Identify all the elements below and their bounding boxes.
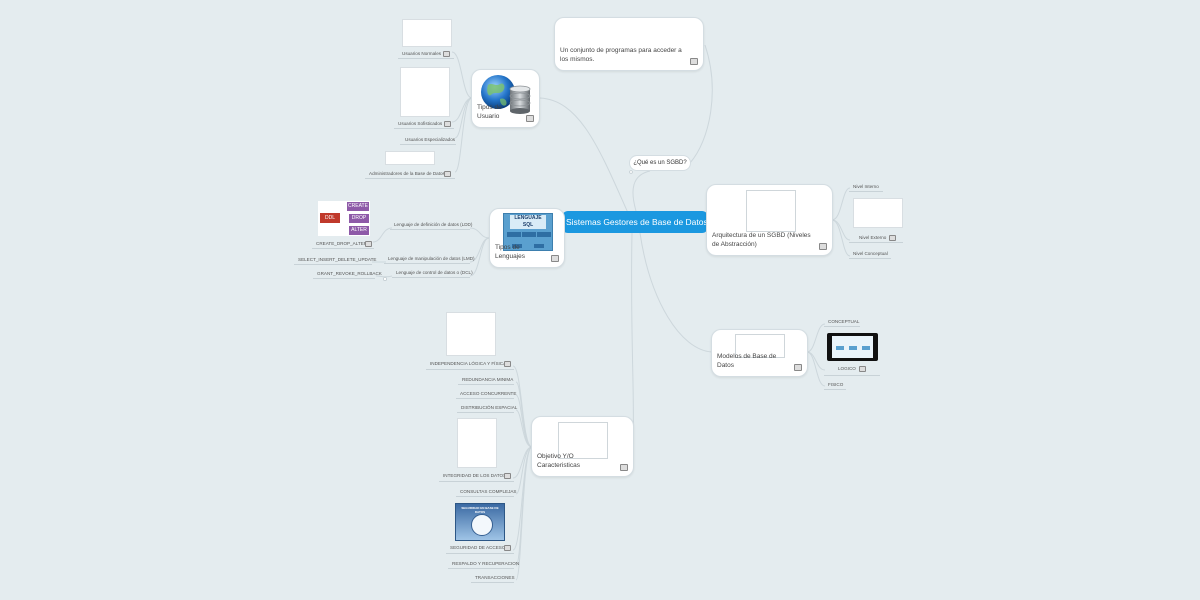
leaf-ldd[interactable]: Lenguaje de definición de datos (LDD) [394, 222, 473, 227]
ddl-image: DDL CREATE DROP ALTER [318, 201, 370, 236]
leaf-conceptual[interactable]: CONCEPTUAL [828, 319, 860, 324]
integridad-image [457, 418, 497, 468]
note-icon[interactable] [551, 255, 559, 262]
usuarios-sofisticados-image [400, 67, 450, 117]
note-icon[interactable] [444, 171, 451, 177]
objetivo-label: Objetivo Y/O Caracteristicas [537, 453, 580, 470]
tipos-de-lenguajes-label: Tipos de Lenguajes [495, 244, 525, 261]
modelos-label: Modelos de Base de Datos [717, 353, 777, 370]
leaf-usuarios-sofisticados[interactable]: Usuarios Sofisticados [398, 121, 443, 126]
drop-tag: DROP [349, 214, 369, 223]
topic-objetivo[interactable]: Objetivo Y/O Caracteristicas [531, 416, 634, 477]
note-icon[interactable] [859, 366, 866, 372]
leaf-integridad[interactable]: INTEGRIDAD DE LOS DATOS [443, 473, 507, 478]
sql-image-title: LENGUAJE SQL [510, 215, 546, 229]
seguridad-image: SEGURIDAD EN BASE DE DATOS [455, 503, 505, 541]
create-tag: CREATE [347, 202, 369, 211]
leaf-usuarios-normales[interactable]: Usuarios Normales [402, 51, 442, 56]
leaf-nivel-externo[interactable]: Nivel Externo [859, 235, 887, 240]
modelos-image [735, 334, 785, 358]
leaf-grant-revoke[interactable]: GRANT_REVOKE_ROLLBACK [317, 271, 382, 276]
sql-image: LENGUAJE SQL [503, 213, 553, 251]
note-icon[interactable] [504, 361, 511, 367]
leaf-nivel-conceptual[interactable]: Nivel Conceptual [853, 251, 888, 256]
leaf-administradores[interactable]: Administradores de la Base de Datos [369, 171, 445, 176]
leaf-distribucion[interactable]: DISTRIBUCIÓN ESPACIAL [461, 405, 518, 410]
central-topic[interactable]: Sistemas Gestores de Base de Datos [562, 211, 708, 233]
administradores-image [385, 151, 435, 165]
leaf-redundancia[interactable]: REDUNDANCIA MINIMA [462, 377, 514, 382]
leaf-create-drop-alter[interactable]: CREATE_DROP_ALTER [316, 241, 368, 246]
nivel-externo-image [853, 198, 903, 228]
leaf-dcl[interactable]: Lenguaje de control de datos o (DCL) [396, 270, 473, 275]
leaf-fisico[interactable]: FISICO [828, 382, 844, 387]
logico-image [827, 333, 878, 361]
note-icon[interactable] [443, 51, 450, 57]
note-icon[interactable] [444, 121, 451, 127]
leaf-consultas[interactable]: CONSULTAS COMPLEJAS [460, 489, 517, 494]
note-icon[interactable] [889, 235, 896, 241]
topic-modelos[interactable]: Modelos de Base de Datos [711, 329, 808, 377]
tipos-de-usuario-label: Tipos de Usuario [477, 104, 502, 121]
note-icon[interactable] [819, 243, 827, 250]
topic-que-es-sgbd[interactable]: ¿Qué es un SGBD? [629, 155, 691, 171]
leaf-nivel-interno[interactable]: Nivel Interno [853, 184, 879, 189]
note-icon[interactable] [504, 545, 511, 551]
usuarios-normales-image [402, 19, 452, 47]
independencia-image [446, 312, 496, 356]
leaf-logico[interactable]: LOGICO [838, 366, 856, 371]
note-icon[interactable] [690, 58, 698, 65]
leaf-lmd[interactable]: Lenguaje de manipulación de datos (LMD) [388, 256, 475, 261]
leaf-independencia[interactable]: INDEPENDENCIA LÓGICA Y FÍSICA [430, 361, 507, 366]
leaf-seguridad[interactable]: SEGURIDAD DE ACCESO [450, 545, 506, 550]
leaf-acceso-concurrente[interactable]: ACCESO CONCURRENTE [460, 391, 517, 396]
seguridad-image-title: SEGURIDAD EN BASE DE DATOS [461, 506, 499, 514]
leaf-usuarios-especializados[interactable]: Usuarios Especializados [405, 137, 456, 142]
leaf-select-insert[interactable]: SELECT_INSERT_DELETE_UPDATE [298, 257, 377, 262]
arquitectura-label: Arquitectura de un SGBD (Niveles de Abst… [712, 232, 811, 249]
objetivo-image [558, 422, 608, 459]
note-icon[interactable] [365, 241, 372, 247]
note-icon[interactable] [794, 364, 802, 371]
note-icon[interactable] [504, 473, 511, 479]
ddl-tag: DDL [320, 213, 340, 223]
definicion-text: Un conjunto de programas para acceder a … [560, 47, 682, 64]
leaf-respaldo[interactable]: RESPALDO Y RECUPERACION [452, 561, 520, 566]
arquitectura-image [746, 190, 796, 232]
leaf-transacciones[interactable]: TRANSACCIONES [475, 575, 515, 580]
topic-tipos-de-lenguajes[interactable]: LENGUAJE SQL Tipos de Lenguajes [489, 208, 565, 268]
topic-arquitectura[interactable]: Arquitectura de un SGBD (Niveles de Abst… [706, 184, 833, 256]
topic-tipos-de-usuario[interactable]: Tipos de Usuario [471, 69, 540, 128]
alter-tag: ALTER [349, 226, 369, 235]
topic-definicion[interactable]: Un conjunto de programas para acceder a … [554, 17, 704, 71]
note-icon[interactable] [620, 464, 628, 471]
note-icon[interactable] [526, 115, 534, 122]
globe-database-icon [481, 75, 531, 114]
